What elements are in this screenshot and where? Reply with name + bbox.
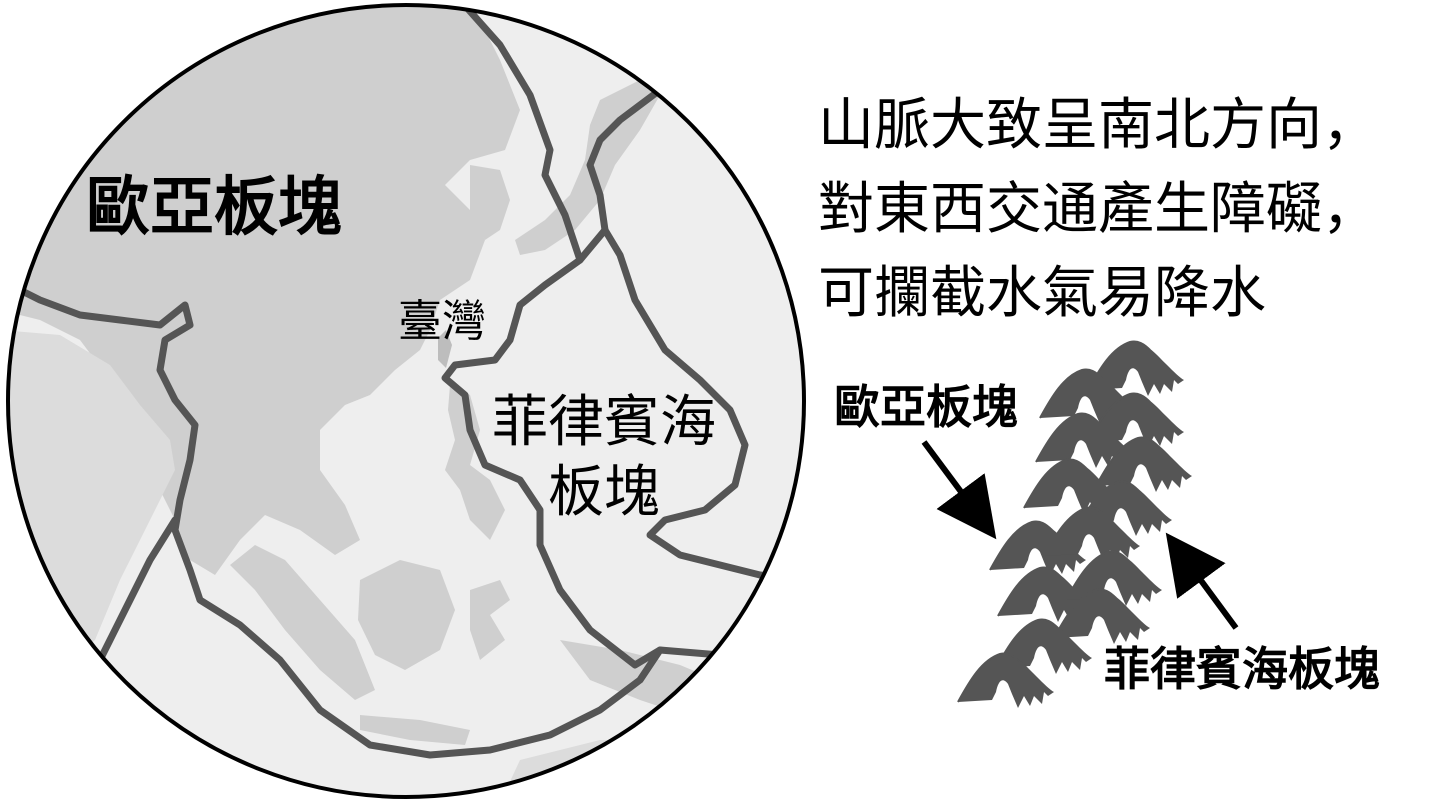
map-taiwan-label: 臺灣 — [398, 296, 486, 347]
mountain-icon — [1043, 506, 1141, 563]
mountain-icon — [957, 652, 1055, 709]
java-landmass — [360, 715, 470, 745]
asia-landmass — [8, 5, 520, 575]
borneo-landmass — [358, 560, 455, 670]
boundary-philippine-sea — [576, 226, 804, 584]
korea-landmass — [470, 165, 510, 240]
boundary-himalaya — [8, 276, 664, 759]
philippine-push-arrow — [1165, 532, 1239, 630]
philippines-landmass — [445, 385, 505, 540]
diagram-philippine-plate-label: 菲律賓海板塊 — [1104, 642, 1380, 696]
boundary-pacific — [586, 86, 664, 234]
map-eurasian-plate-label: 歐亞板塊 — [86, 171, 342, 245]
map-philippine-plate-label-line2: 板塊 — [548, 460, 660, 525]
boundary-east-asia — [441, 5, 794, 669]
map-philippine-plate-label-line1: 菲律賓海 — [492, 390, 716, 455]
sumatra-landmass — [230, 545, 375, 700]
map-philippine-plate-label: 菲律賓海 板塊 — [484, 388, 724, 528]
eurasian-push-arrow — [921, 440, 997, 540]
description-line-3: 可攔截水氣易降水 — [818, 261, 1266, 326]
diagram-eurasian-plate-label: 歐亞板塊 — [834, 380, 1018, 434]
taiwan-landmass — [438, 330, 452, 368]
description-line-1: 山脈大致呈南北方向， — [818, 93, 1378, 158]
description-text: 山脈大致呈南北方向， 對東西交通產生障礙， 可攔截水氣易降水 — [818, 84, 1378, 336]
sulawesi-landmass — [470, 580, 510, 660]
description-line-2: 對東西交通產生障礙， — [818, 177, 1378, 242]
plate-map — [6, 3, 806, 799]
globe-outline — [6, 3, 806, 799]
